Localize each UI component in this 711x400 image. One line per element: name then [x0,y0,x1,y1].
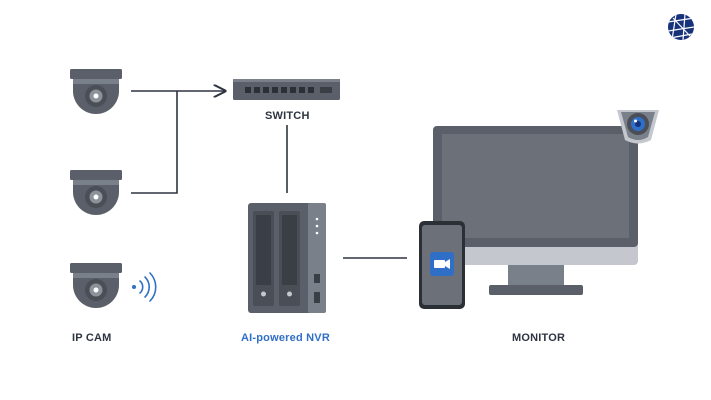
dome-camera-3 [70,263,122,308]
globe-logo-icon [668,14,694,40]
nvr-label: AI-powered NVR [241,332,330,344]
ip-cam-label: IP CAM [72,332,112,344]
link-camera-2-switch [131,91,178,194]
video-camera-icon [430,252,454,276]
switch-label: SWITCH [265,110,310,122]
wifi-signal-icon [132,272,157,302]
smartphone [419,221,465,309]
camera-to-switch-links [131,91,225,194]
nvr-device [248,203,326,313]
desktop-monitor [433,126,638,295]
network-switch [233,79,340,100]
dome-camera-1 [70,69,122,114]
dome-camera-2 [70,170,122,215]
monitor-label: MONITOR [512,332,566,344]
security-camera-icon [617,110,659,144]
